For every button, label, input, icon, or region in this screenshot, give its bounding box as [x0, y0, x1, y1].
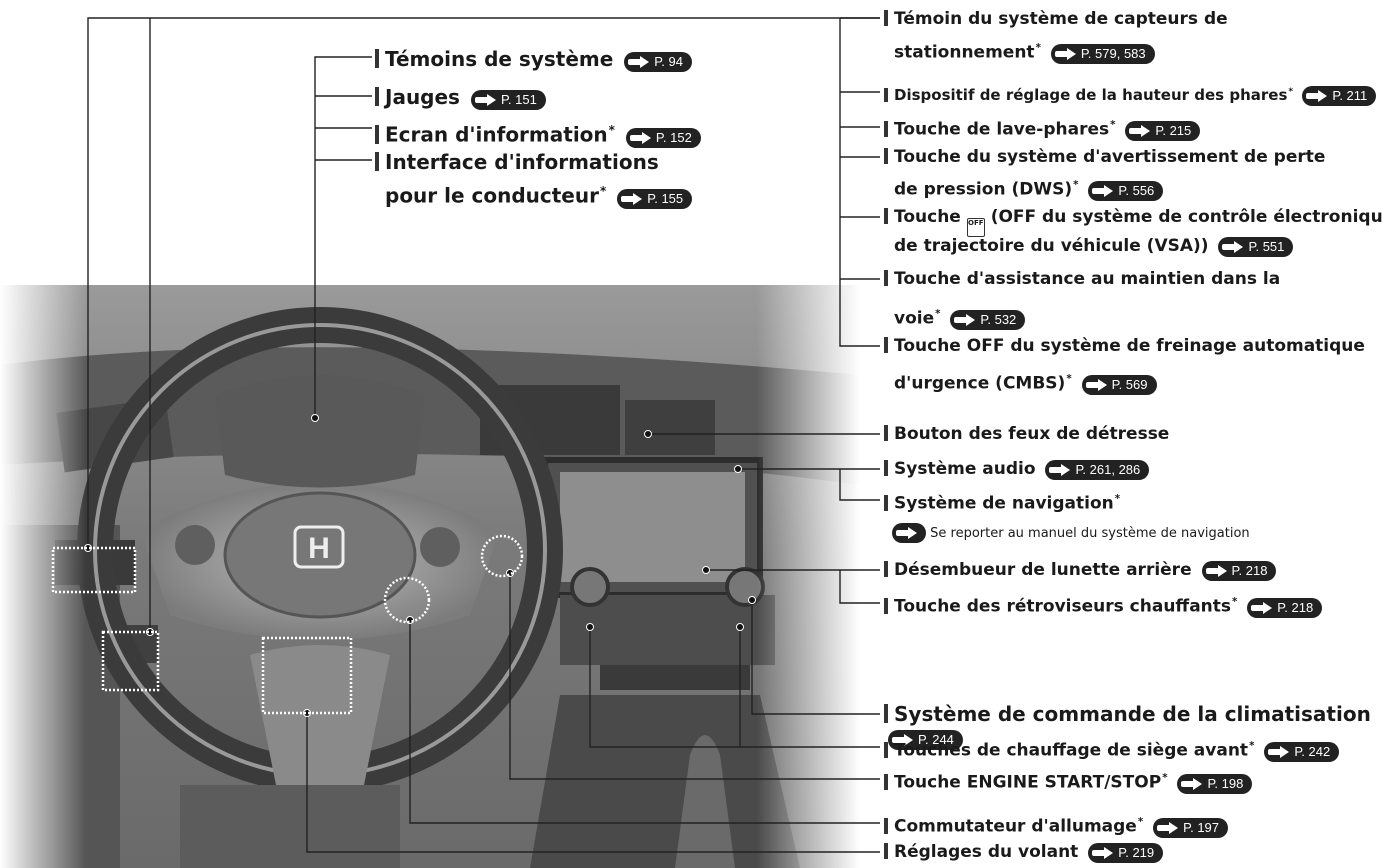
- arrow-right-icon: [1205, 565, 1228, 577]
- dashboard-illustration: H: [0, 307, 860, 868]
- page-ref-badge[interactable]: P. 532: [950, 309, 1026, 330]
- label-lkas-line1: Touche d'assistance au maintien dans la: [884, 268, 1280, 290]
- label-engine-start-stop: Touche ENGINE START/STOP* P. 198: [884, 768, 1253, 794]
- arrow-right-icon: [892, 734, 914, 746]
- label-driver-info-line1: Interface d'informations: [375, 149, 659, 175]
- page-ref-badge[interactable]: P. 242: [1264, 741, 1340, 762]
- page-ref-badge[interactable]: P. 551: [1218, 237, 1294, 257]
- label-parking-sensor-line1: Témoin du système de capteurs de: [884, 8, 1228, 30]
- label-audio: Système audio P. 261, 286: [884, 458, 1150, 480]
- label-headlight-leveler: Dispositif de réglage de la hauteur des …: [884, 81, 1377, 106]
- label-heated-mirrors: Touche des rétroviseurs chauffants* P. 2…: [884, 592, 1323, 618]
- arrow-right-icon: [1085, 378, 1108, 391]
- page-ref-badge[interactable]: P. 215: [1125, 120, 1201, 141]
- arrow-right-icon: [1157, 821, 1179, 834]
- arrow-right-icon: [1092, 184, 1114, 197]
- page-ref-badge[interactable]: P. 579, 583: [1050, 43, 1155, 64]
- label-cmbs-line2: d'urgence (CMBS)* P. 569: [894, 369, 1157, 395]
- arrow-right-icon: [1268, 745, 1290, 758]
- page-ref-badge[interactable]: P. 198: [1177, 773, 1253, 794]
- arrow-right-icon: [1222, 241, 1244, 253]
- label-gauges: Jauges P. 151: [375, 84, 546, 110]
- arrow-right-icon: [896, 527, 918, 539]
- label-cmbs-line1: Touche OFF du système de freinage automa…: [884, 335, 1365, 357]
- label-navigation: Système de navigation*: [884, 489, 1120, 515]
- label-vsa-line1: Touche OFF (OFF du système de contrôle é…: [884, 206, 1382, 237]
- page-ref-badge[interactable]: P. 261, 286: [1045, 460, 1150, 480]
- label-navigation-note: Se reporter au manuel du système de navi…: [892, 523, 1250, 543]
- line-indicators: [314, 56, 372, 418]
- arrow-right-icon: [1306, 90, 1328, 102]
- arrow-right-icon: [1054, 47, 1077, 60]
- vsa-off-icon: OFF: [966, 218, 985, 237]
- label-headlight-washer: Touche de lave-phares* P. 215: [884, 115, 1201, 141]
- page-ref-badge[interactable]: P. 155: [617, 188, 693, 209]
- page-ref-badge[interactable]: P. 152: [625, 127, 701, 148]
- label-climate-line1: Système de commande de la climatisation: [884, 701, 1371, 727]
- label-info-display: Ecran d'information* P. 152: [375, 117, 701, 148]
- label-driver-info-line2: pour le conducteur* P. 155: [385, 178, 693, 209]
- arrow-right-icon: [954, 313, 976, 326]
- label-hazard: Bouton des feux de détresse: [884, 423, 1169, 445]
- arrow-right-icon: [1251, 601, 1273, 614]
- page-ref-badge[interactable]: P. 211: [1302, 86, 1377, 106]
- page-ref-badge[interactable]: P. 556: [1088, 180, 1164, 201]
- arrow-right-icon: [1049, 464, 1071, 476]
- page-ref-badge[interactable]: P. 244: [888, 730, 963, 750]
- arrow-right-icon: [1181, 777, 1203, 790]
- line-parking-sensor: [87, 17, 880, 548]
- label-climate-line2: P. 244: [888, 728, 963, 750]
- label-parking-sensor-line2: stationnement* P. 579, 583: [894, 38, 1155, 64]
- page-ref-badge[interactable]: P. 94: [624, 52, 692, 72]
- arrow-right-icon: [621, 192, 643, 205]
- arrow-right-icon: [629, 131, 652, 144]
- dashboard-photo: H: [0, 285, 860, 868]
- arrow-right-icon: [474, 94, 497, 106]
- page-ref-badge[interactable]: P. 218: [1201, 561, 1277, 581]
- arrow-right-icon: [628, 56, 650, 68]
- page-ref-badge[interactable]: [892, 523, 926, 543]
- label-dws-line1: Touche du système d'avertissement de per…: [884, 146, 1325, 168]
- label-lkas-line2: voie* P. 532: [894, 304, 1026, 330]
- label-seat-heaters: Touches de chauffage de siège avant* P. …: [884, 736, 1340, 762]
- label-rear-defogger: Désembueur de lunette arrière P. 218: [884, 559, 1277, 581]
- label-steering-adjustments: Réglages du volant P. 219: [884, 841, 1164, 863]
- page-ref-badge[interactable]: P. 197: [1153, 817, 1229, 838]
- label-system-indicators: Témoins de système P. 94: [375, 46, 692, 72]
- page-ref-badge[interactable]: P. 218: [1247, 597, 1323, 618]
- label-ignition-switch: Commutateur d'allumage* P. 197: [884, 812, 1229, 838]
- arrow-right-icon: [1092, 847, 1114, 859]
- page-ref-badge[interactable]: P. 219: [1088, 843, 1164, 863]
- honda-logo: H: [308, 532, 330, 565]
- page-ref-badge[interactable]: P. 151: [470, 90, 546, 110]
- page-ref-badge[interactable]: P. 569: [1081, 374, 1157, 395]
- label-vsa-line2: de trajectoire du véhicule (VSA)) P. 551: [894, 235, 1294, 257]
- label-dws-line2: de pression (DWS)* P. 556: [894, 175, 1164, 201]
- arrow-right-icon: [1129, 124, 1151, 137]
